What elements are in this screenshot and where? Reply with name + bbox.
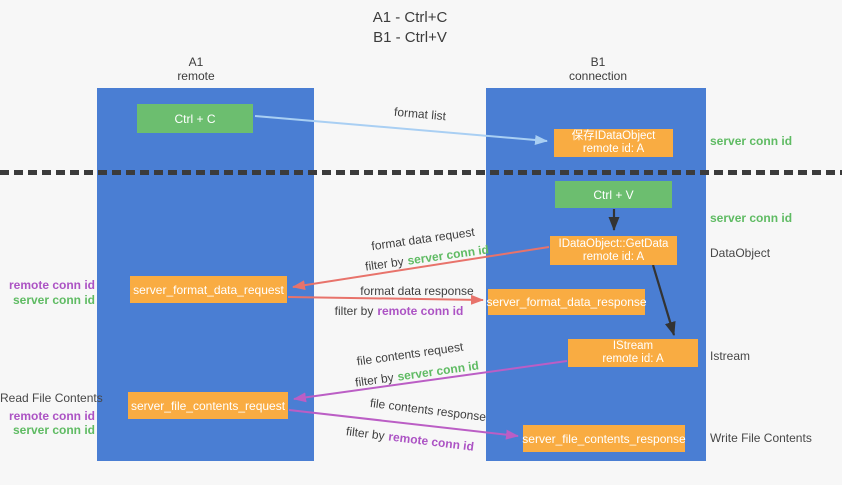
filter-by-text: filter by bbox=[364, 254, 405, 274]
server-file-contents-request-box: server_file_contents_request bbox=[128, 392, 288, 419]
lifeline-b-header: B1 connection bbox=[538, 55, 658, 83]
lifeline-a-header: A1 remote bbox=[136, 55, 256, 83]
ctrl-c-label: Ctrl + C bbox=[174, 111, 216, 126]
read-file-contents-label: Read File Contents bbox=[0, 391, 103, 405]
dataobject-label: DataObject bbox=[710, 246, 771, 260]
format-list-label: format list bbox=[393, 104, 447, 124]
istream-line2: remote id: A bbox=[602, 353, 664, 365]
session-separator-dashed-line bbox=[0, 170, 842, 175]
server-format-data-request-label: server_format_data_request bbox=[133, 282, 284, 297]
server-conn-id-right-label-2: server conn id bbox=[710, 211, 793, 225]
save-dataobject-line2: remote id: A bbox=[582, 143, 645, 155]
remote-conn-id-text: remote conn id bbox=[377, 304, 464, 318]
filter-by-text: filter by bbox=[354, 370, 395, 390]
server-format-data-response-label: server_format_data_response bbox=[486, 295, 647, 309]
server-format-data-response-box: server_format_data_response bbox=[486, 289, 647, 315]
server-file-contents-response-label: server_file_contents_response bbox=[522, 431, 686, 446]
file-contents-response-label: file contents response bbox=[369, 395, 487, 425]
title-line-a1: A1 - Ctrl+C bbox=[372, 9, 448, 26]
getdata-line1: IDataObject::GetData bbox=[558, 237, 669, 250]
lifeline-b-label: connection bbox=[568, 69, 628, 83]
istream-label: Istream bbox=[710, 349, 751, 363]
diagram-title: A1 - Ctrl+C B1 - Ctrl+V bbox=[300, 8, 520, 48]
server-conn-id-left-label-1: server conn id bbox=[12, 293, 95, 307]
lifeline-b-id: B1 bbox=[590, 55, 606, 69]
server-file-contents-response-box: server_file_contents_response bbox=[522, 425, 686, 452]
write-file-contents-label: Write File Contents bbox=[710, 431, 812, 445]
title-line-b1: B1 - Ctrl+V bbox=[373, 29, 447, 46]
ctrl-v-box: Ctrl + V bbox=[555, 181, 672, 208]
save-dataobject-line1: 保存IDataObject bbox=[571, 130, 656, 142]
server-conn-id-text: server conn id bbox=[396, 358, 480, 384]
server-conn-id-right-label-1: server conn id bbox=[710, 134, 793, 148]
getdata-box: IDataObject::GetData remote id: A bbox=[550, 236, 677, 265]
server-format-data-request-box: server_format_data_request bbox=[130, 276, 287, 303]
istream-line1: IStream bbox=[612, 340, 654, 352]
remote-conn-id-text: remote conn id bbox=[387, 429, 475, 454]
server-file-contents-request-label: server_file_contents_request bbox=[130, 398, 286, 413]
server-conn-id-left-label-2: server conn id bbox=[12, 423, 95, 437]
save-dataobject-box: 保存IDataObject remote id: A bbox=[554, 129, 673, 157]
lifeline-a-label: remote bbox=[177, 69, 215, 83]
istream-box: IStream remote id: A bbox=[568, 339, 698, 367]
ctrl-v-label: Ctrl + V bbox=[593, 187, 634, 202]
filter-by-text: filter by bbox=[345, 424, 386, 443]
getdata-line2: remote id: A bbox=[582, 250, 645, 263]
filter-by-text: filter by bbox=[334, 304, 374, 318]
remote-conn-id-left-label-1: remote conn id bbox=[8, 278, 95, 292]
lifeline-a-id: A1 bbox=[188, 55, 204, 69]
ctrl-c-box: Ctrl + C bbox=[137, 104, 253, 133]
format-data-response-label: format data response bbox=[360, 284, 474, 298]
remote-conn-id-left-label-2: remote conn id bbox=[8, 409, 95, 423]
